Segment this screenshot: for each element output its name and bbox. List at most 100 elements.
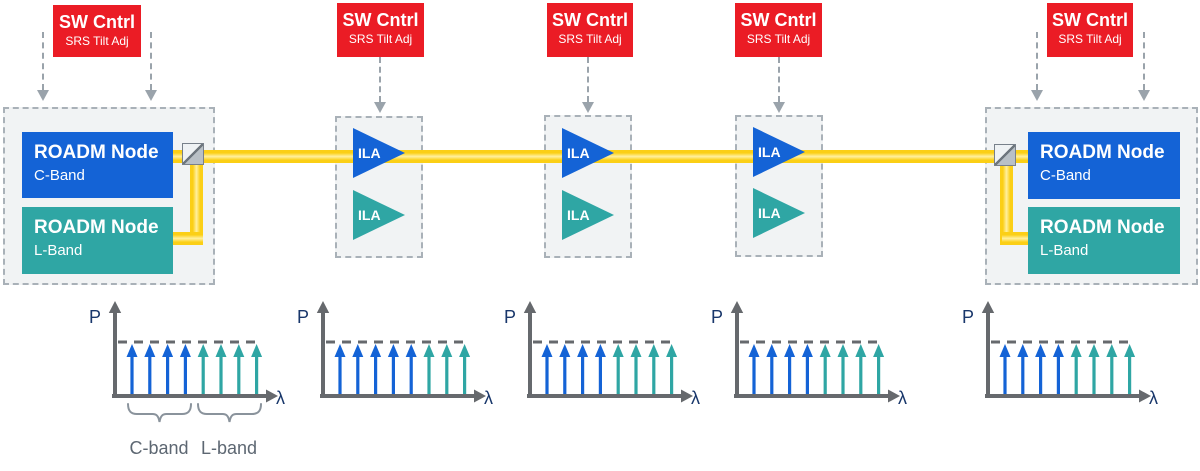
left-roadm-cband-title: ROADM Node [34, 142, 159, 163]
c-band-channel-arrow-head-icon [801, 344, 813, 357]
control-link-line [379, 57, 381, 102]
spectrum-plot-4: Pλ [711, 301, 907, 408]
c-band-channel-arrow-head-icon [1052, 344, 1064, 357]
l-band-channel-arrow-head-icon [648, 344, 660, 357]
control-link-arrowhead-icon [582, 102, 594, 113]
left-roadm-cband-band: C-Band [34, 166, 85, 184]
y-axis-label: P [711, 307, 723, 327]
sw-cntrl-2-title: SW Cntrl [342, 10, 419, 30]
c-band-channel-arrow-head-icon [144, 344, 156, 357]
y-axis-label: P [962, 307, 974, 327]
c-band-brace-icon [127, 403, 192, 423]
c-band-channel-arrow-head-icon [334, 344, 346, 357]
sw-cntrl-box-3: SW Cntrl SRS Tilt Adj [547, 3, 633, 57]
l-band-channel-arrow-head-icon [441, 344, 453, 357]
l-band-channel-arrow-head-icon [1124, 344, 1136, 357]
sw-cntrl-3-subtitle: SRS Tilt Adj [558, 31, 622, 46]
spectrum-plot-5: Pλ [962, 301, 1158, 408]
ila-3-lband-label: ILA [758, 205, 781, 221]
spectrum-plot-2: Pλ [297, 301, 493, 408]
control-link-arrowhead-icon [1138, 90, 1150, 101]
l-band-channel-arrow-head-icon [1070, 344, 1082, 357]
l-band-channel-arrow-head-icon [819, 344, 831, 357]
y-axis-arrowhead-icon [730, 301, 744, 313]
c-band-channel-arrow-head-icon [370, 344, 382, 357]
sw-cntrl-4-subtitle: SRS Tilt Adj [746, 31, 811, 46]
c-band-channel-arrow-head-icon [126, 344, 138, 357]
c-band-channel-arrow-head-icon [162, 344, 174, 357]
c-band-channel-arrow-head-icon [577, 344, 589, 357]
control-link-line [587, 57, 589, 102]
l-band-channel-arrow-head-icon [630, 344, 642, 357]
l-band-label: L-band [201, 438, 257, 458]
ila-1-cband-label: ILA [358, 145, 381, 161]
y-axis-label: P [504, 307, 516, 327]
y-axis-arrowhead-icon [316, 301, 330, 313]
sw-cntrl-5-subtitle: SRS Tilt Adj [1058, 31, 1122, 46]
sw-cntrl-2-subtitle: SRS Tilt Adj [348, 31, 413, 46]
left-roadm-lband-title: ROADM Node [34, 217, 159, 238]
c-band-channel-arrow-head-icon [784, 344, 796, 357]
sw-cntrl-1-subtitle: SRS Tilt Adj [65, 33, 129, 48]
l-band-channel-arrow-head-icon [1106, 344, 1118, 357]
left-lband-fiber-vertical [190, 158, 203, 245]
left-roadm-node-lband: ROADM Node L-Band [22, 207, 173, 274]
control-link-arrowhead-icon [773, 102, 785, 113]
l-band-channel-arrow-head-icon [251, 344, 263, 357]
l-band-channel-arrow-head-icon [459, 344, 471, 357]
l-band-channel-arrow-head-icon [873, 344, 885, 357]
y-axis-label: P [297, 307, 309, 327]
x-axis-label: λ [898, 388, 907, 408]
sw-cntrl-1-title: SW Cntrl [59, 12, 135, 32]
x-axis-arrowhead-icon [474, 389, 486, 403]
c-band-channel-arrow-head-icon [999, 344, 1011, 357]
l-band-channel-arrow-head-icon [837, 344, 849, 357]
sw-cntrl-4-title: SW Cntrl [740, 10, 817, 30]
left-band-combiner-icon [182, 143, 204, 165]
x-axis-arrowhead-icon [888, 389, 900, 403]
x-axis-label: λ [691, 388, 700, 408]
l-band-channel-arrow-head-icon [855, 344, 867, 357]
ila-1-lband-label: ILA [358, 207, 381, 223]
l-band-brace-icon [197, 403, 262, 423]
control-link-line [778, 57, 780, 102]
right-band-splitter-icon [994, 144, 1016, 166]
c-band-channel-arrow-head-icon [766, 344, 778, 357]
right-roadm-node-cband: ROADM Node C-Band [1028, 132, 1180, 199]
l-band-channel-arrow-head-icon [197, 344, 209, 357]
sw-cntrl-box-5: SW Cntrl SRS Tilt Adj [1047, 3, 1133, 57]
control-link-line [42, 32, 44, 90]
left-roadm-node-cband: ROADM Node C-Band [22, 132, 173, 198]
ila-3-cband-label: ILA [758, 144, 781, 160]
l-band-channel-arrow-head-icon [233, 344, 245, 357]
ila-site-3-box [735, 115, 823, 257]
y-axis-label: P [89, 307, 101, 327]
x-axis-label: λ [484, 388, 493, 408]
sw-cntrl-box-4: SW Cntrl SRS Tilt Adj [735, 3, 822, 57]
l-band-channel-arrow-head-icon [612, 344, 624, 357]
left-roadm-lband-band: L-Band [34, 241, 83, 259]
control-link-line [1143, 32, 1145, 90]
c-band-channel-arrow-head-icon [594, 344, 606, 357]
c-band-channel-arrow-head-icon [541, 344, 553, 357]
c-band-channel-arrow-head-icon [387, 344, 399, 357]
c-band-channel-arrow-head-icon [1035, 344, 1047, 357]
ila-2-lband-label: ILA [567, 207, 590, 223]
y-axis-arrowhead-icon [981, 301, 995, 313]
sw-cntrl-3-title: SW Cntrl [552, 10, 628, 30]
control-link-arrowhead-icon [145, 90, 157, 101]
c-band-channel-arrow-head-icon [748, 344, 760, 357]
right-roadm-lband-title: ROADM Node [1040, 217, 1165, 238]
control-link-arrowhead-icon [37, 90, 49, 101]
right-roadm-lband-band: L-Band [1040, 241, 1089, 259]
x-axis-arrowhead-icon [1139, 389, 1151, 403]
ila-2-cband-label: ILA [567, 145, 590, 161]
c-band-channel-arrow-head-icon [352, 344, 364, 357]
c-band-channel-arrow-head-icon [405, 344, 417, 357]
x-axis-arrowhead-icon [266, 389, 278, 403]
c-band-label: C-band [129, 438, 188, 458]
l-band-channel-arrow-head-icon [215, 344, 227, 357]
x-axis-label: λ [1149, 388, 1158, 408]
spectrum-plot-1: C-band L-band Pλ [89, 301, 285, 458]
left-lband-fiber-horizontal [173, 232, 203, 245]
